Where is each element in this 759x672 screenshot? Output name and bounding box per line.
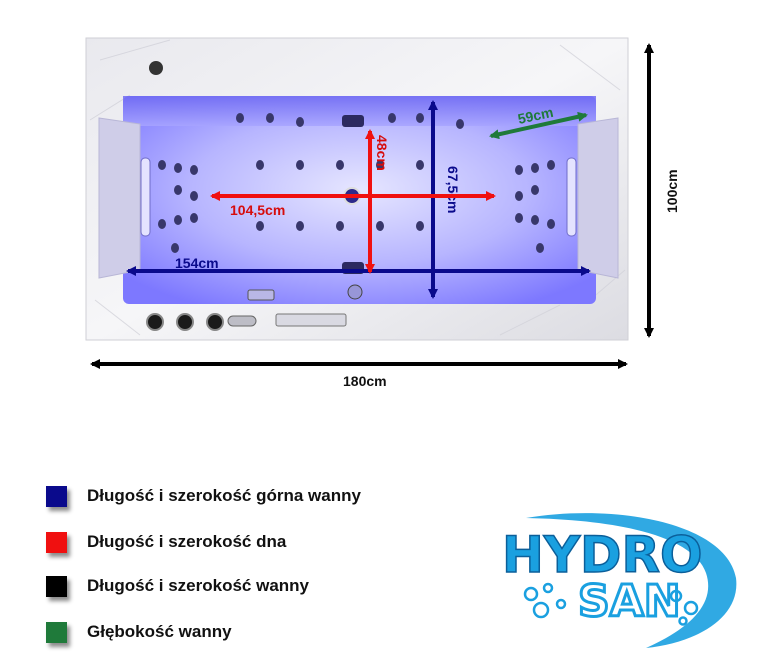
top-length-label: 154cm [175, 255, 219, 271]
legend-label-blue: Długość i szerokość górna wanny [87, 486, 361, 505]
massage-jets [158, 113, 555, 253]
fill-inlet-icon [347, 284, 363, 300]
jet-icon [456, 119, 464, 129]
jet-icon [171, 243, 179, 253]
jet-icon [266, 113, 274, 123]
headrest-right [577, 117, 619, 279]
jet-icon [388, 113, 396, 123]
legend-swatch-red [46, 531, 67, 553]
control-knob-3 [206, 313, 224, 331]
legend-label-green: Głębokość wanny [87, 622, 232, 641]
jet-icon [531, 163, 539, 173]
jet-icon [174, 215, 182, 225]
jet-icon [190, 165, 198, 175]
control-knob-1 [146, 313, 164, 331]
faucet-icon [149, 61, 163, 75]
jet-icon [515, 165, 523, 175]
outer-length-label: 180cm [343, 373, 387, 389]
legend-label-black: Długość i szerokość wanny [87, 576, 310, 595]
jet-icon [236, 113, 244, 123]
jet-icon [296, 221, 304, 231]
jet-icon [158, 219, 166, 229]
legend-swatch-black [46, 575, 67, 597]
control-knob-2 [176, 313, 194, 331]
headrest-left [98, 117, 141, 279]
jet-icon [531, 215, 539, 225]
jet-icon [174, 185, 182, 195]
jet-icon [190, 191, 198, 201]
spout-icon [227, 315, 257, 327]
overflow-icon [247, 289, 275, 301]
logo-text-san: SAN [578, 576, 681, 627]
bottom-length-label: 104,5cm [230, 202, 285, 218]
control-panel [275, 313, 347, 327]
pillow-top [342, 115, 364, 127]
jet-icon [158, 160, 166, 170]
legend-item-black: Długość i szerokość wanny [46, 571, 309, 601]
jet-icon [515, 191, 523, 201]
depth-label: 59cm [516, 104, 554, 127]
jet-icon [547, 219, 555, 229]
jet-icon [190, 213, 198, 223]
jet-icon [174, 163, 182, 173]
legend-swatch-green [46, 621, 67, 643]
legend-item-red: Długość i szerokość dna [46, 527, 286, 557]
jet-icon [336, 221, 344, 231]
jet-icon [296, 160, 304, 170]
logo-swoosh-icon [526, 513, 737, 648]
handle-right [566, 157, 577, 237]
jet-icon [256, 221, 264, 231]
logo-bubbles-icon [523, 582, 699, 626]
jet-icon [336, 160, 344, 170]
legend-swatch-blue [46, 485, 67, 507]
legend-label-red: Długość i szerokość dna [87, 532, 287, 551]
jet-icon [416, 113, 424, 123]
jet-icon [536, 243, 544, 253]
jet-icon [547, 160, 555, 170]
bottom-width-label: 48cm [374, 135, 390, 171]
top-width-label: 67,5cm [445, 166, 461, 213]
jet-icon [256, 160, 264, 170]
jet-icon [531, 185, 539, 195]
jet-icon [515, 213, 523, 223]
jet-icon [416, 221, 424, 231]
depth-arrow [489, 111, 588, 140]
legend-item-blue: Długość i szerokość górna wanny [46, 481, 361, 511]
legend-item-green: Głębokość wanny [46, 617, 232, 647]
handle-left [140, 157, 151, 237]
jet-icon [376, 221, 384, 231]
hydrosan-logo: HYDRO SAN [501, 513, 737, 648]
jet-icon [416, 160, 424, 170]
logo-text-hydro: HYDRO [502, 526, 703, 584]
jet-icon [376, 160, 384, 170]
jet-icon [296, 117, 304, 127]
outer-width-label: 100cm [664, 169, 680, 213]
